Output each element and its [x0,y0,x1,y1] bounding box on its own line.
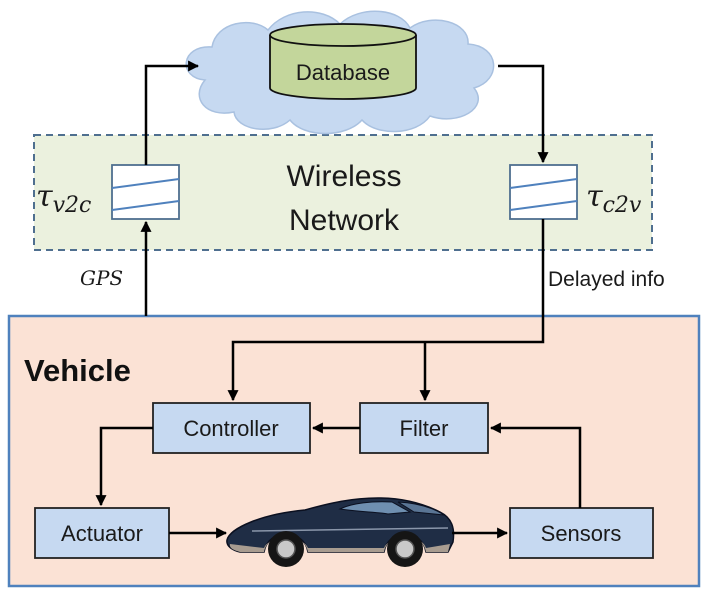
delayed-info-label: Delayed info [548,268,665,291]
car-stripe [251,527,449,532]
network-label-line2: Network [289,204,400,237]
car-icon [226,497,455,567]
delay-v2c-label: τv2c [36,179,91,218]
actuator-block: Actuator [34,507,170,559]
buffer-v2c-icon [111,164,180,220]
filter-label: Filter [400,416,449,441]
car-rear-window [397,501,445,516]
sensors-label: Sensors [541,521,622,546]
database-icon [269,23,417,100]
controller-block: Controller [152,402,311,454]
edge-sensors-to-filter [489,422,582,508]
gps-label: GPS [80,266,123,290]
edge-buffer-to-cloud [144,60,200,165]
edge-cloud-to-buffer [498,64,549,164]
controller-label: Controller [183,416,278,441]
database-top [269,23,417,47]
edge-buffer-to-vehicle [227,219,545,402]
actuator-label: Actuator [61,521,143,546]
network-label-line1: Wireless [286,160,401,193]
edge-controller-to-actuator [95,426,153,507]
buffer-c2v-icon [509,164,578,220]
car-lower-panel [229,535,450,552]
vehicle-title: Vehicle [24,353,131,388]
filter-block: Filter [359,402,489,454]
car-window [338,501,412,515]
database-body [269,35,417,100]
sensors-block: Sensors [509,507,654,559]
delay-c2v-label: τc2v [586,179,642,218]
database-label: Database [296,60,390,85]
